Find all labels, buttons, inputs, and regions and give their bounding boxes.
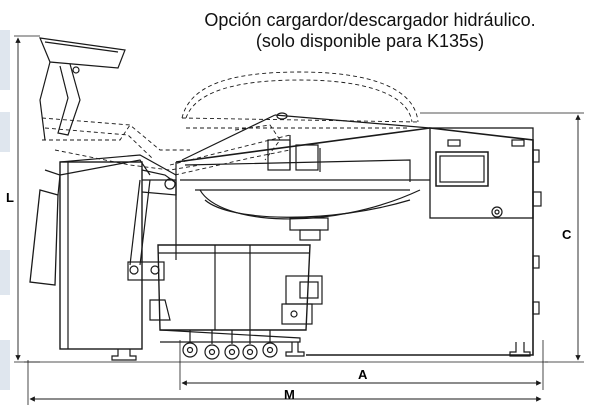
dim-label-L: L bbox=[6, 190, 14, 205]
cutter-body bbox=[175, 112, 534, 356]
dim-label-M: M bbox=[284, 387, 295, 402]
dim-label-A: A bbox=[358, 367, 368, 382]
dimension-C bbox=[420, 112, 584, 363]
loader-motion-dashed bbox=[41, 71, 419, 176]
dimension-L bbox=[14, 35, 40, 363]
control-panel bbox=[429, 127, 534, 219]
loader-arm-raised bbox=[39, 37, 126, 141]
trolley-wheels bbox=[182, 330, 278, 360]
machine-feet bbox=[111, 342, 531, 361]
bowl-trolley bbox=[157, 244, 323, 343]
left-edge-strip bbox=[0, 340, 10, 390]
left-edge-strip bbox=[0, 112, 10, 152]
dimension-M bbox=[27, 360, 542, 405]
left-edge-strip bbox=[0, 250, 10, 295]
dimension-A bbox=[179, 340, 544, 390]
caption-line-2: (solo disponible para K135s) bbox=[255, 31, 485, 51]
right-side-hardware bbox=[532, 149, 542, 315]
diagram-caption: Opción cargardor/descargador hidráulico.… bbox=[150, 10, 590, 52]
dim-label-C: C bbox=[562, 227, 572, 242]
left-edge-strip bbox=[0, 30, 10, 90]
caption-line-1: Opción cargardor/descargador hidráulico. bbox=[204, 10, 536, 30]
